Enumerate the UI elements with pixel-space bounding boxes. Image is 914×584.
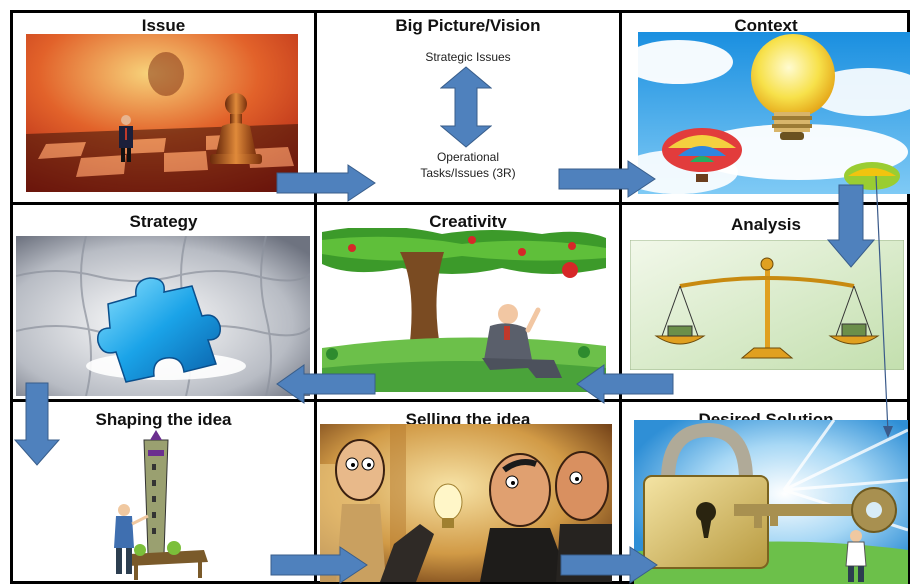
- grid-divider: [619, 10, 622, 584]
- flow-arrow: [270, 546, 368, 584]
- flow-arrow: [827, 184, 875, 268]
- operational-label: Operational: [436, 150, 500, 164]
- analysis-title: Analysis: [731, 215, 801, 234]
- tasks-issues-label: Tasks/Issues (3R): [420, 166, 516, 180]
- scales-image: [630, 240, 904, 370]
- strategy-title: Strategy: [129, 212, 198, 231]
- flow-arrow: [558, 160, 656, 198]
- shaping-title: Shaping the idea: [95, 410, 232, 429]
- flow-arrow: [276, 164, 376, 202]
- flow-arrow: [576, 364, 674, 404]
- chess-image: [26, 34, 298, 192]
- flow-arrow: [14, 382, 60, 466]
- puzzle-image: [16, 236, 310, 396]
- padlock-key-image: [634, 420, 908, 584]
- grid-divider: [10, 202, 910, 205]
- strategic-issues-label: Strategic Issues: [425, 50, 511, 64]
- tower-builder-image: [104, 430, 214, 580]
- context-title: Context: [734, 16, 798, 35]
- flow-arrow: [560, 546, 658, 584]
- vision-title: Big Picture/Vision: [395, 16, 541, 35]
- balloon-string-line: [870, 176, 896, 440]
- creativity-title: Creativity: [429, 212, 507, 231]
- flow-arrow: [276, 364, 376, 404]
- grid-divider: [314, 10, 317, 584]
- bidirectional-arrow: [440, 66, 492, 148]
- lightbulb-balloon-image: [638, 32, 910, 194]
- issue-title: Issue: [141, 16, 186, 35]
- tree-thinker-image: [322, 228, 606, 392]
- grid-divider: [10, 399, 910, 402]
